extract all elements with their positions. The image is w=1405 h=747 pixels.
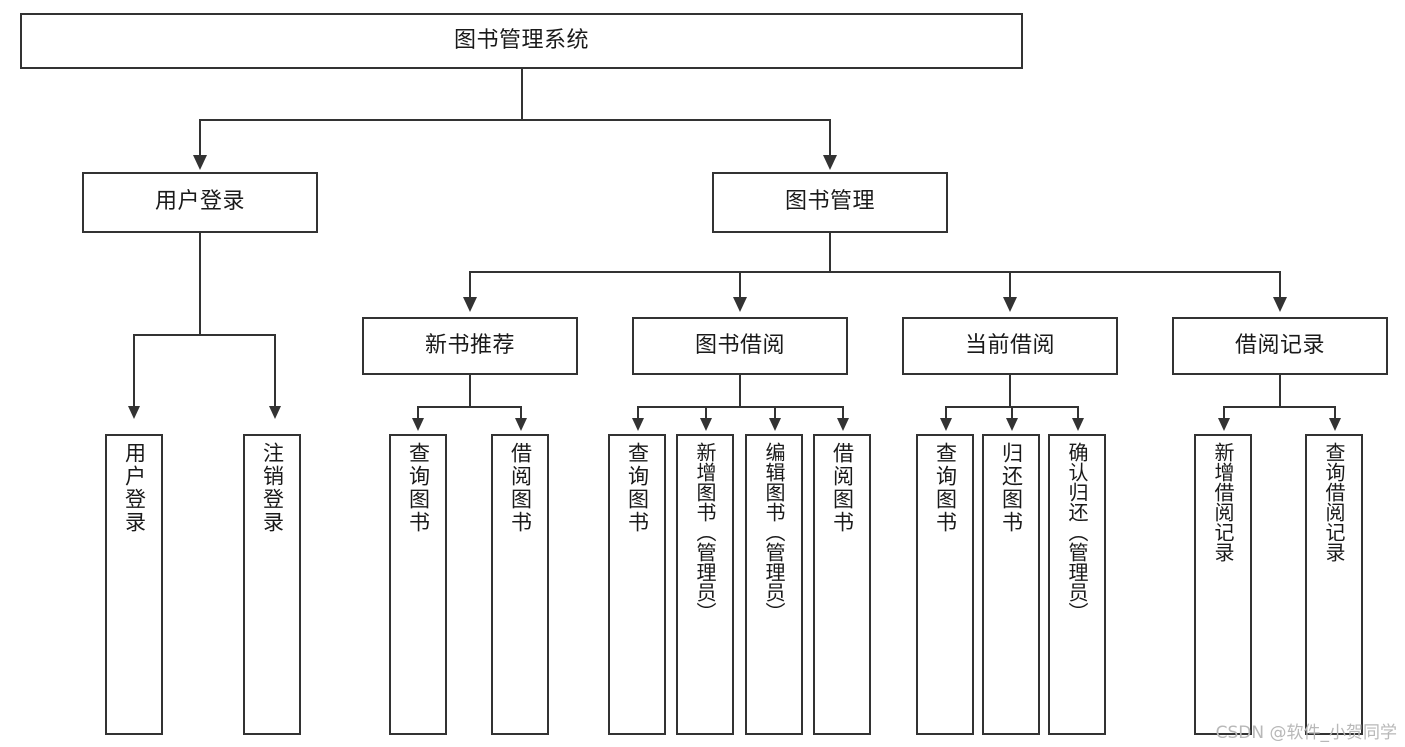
arrowhead-user-login-to-leaf2 xyxy=(269,406,281,419)
node-borrow-record[interactable]: 借阅记录 xyxy=(1172,317,1388,375)
node-label: 借阅图书 xyxy=(830,442,855,534)
node-leaf-query-borrow-record[interactable]: 查询借阅记录 xyxy=(1305,434,1363,735)
node-label: 新增借阅记录 xyxy=(1211,442,1235,562)
connector-user-login-to-leaf1 xyxy=(133,334,135,408)
connector-borrow-record-bus xyxy=(1223,406,1335,408)
node-label: 归还图书 xyxy=(999,442,1024,534)
connector-book-borrow-to-leaf7 xyxy=(774,406,776,420)
node-label: 借阅记录 xyxy=(1234,332,1325,358)
arrowhead-root-to-user-login xyxy=(193,155,207,170)
connector-book-manage-to-borrow-record xyxy=(1279,271,1281,299)
arrowhead-book-borrow-to-leaf5 xyxy=(632,418,644,431)
arrowhead-book-borrow-to-leaf6 xyxy=(700,418,712,431)
node-label: 编辑图书（管理员） xyxy=(762,442,786,622)
node-label: 确认归还（管理员） xyxy=(1065,442,1089,622)
node-label: 注销登录 xyxy=(260,442,285,534)
arrowhead-new-book-to-leaf3 xyxy=(412,418,424,431)
connector-book-borrow-to-leaf6 xyxy=(705,406,707,420)
node-label: 借阅图书 xyxy=(508,442,533,534)
node-leaf-confirm-return-admin[interactable]: 确认归还（管理员） xyxy=(1048,434,1106,735)
arrowhead-new-book-to-leaf4 xyxy=(515,418,527,431)
connector-book-borrow-to-leaf8 xyxy=(842,406,844,420)
node-leaf-return-book[interactable]: 归还图书 xyxy=(982,434,1040,735)
node-label: 当前借阅 xyxy=(964,332,1055,358)
arrowhead-current-borrow-to-leaf10 xyxy=(1006,418,1018,431)
node-label: 用户登录 xyxy=(154,189,245,215)
connector-current-borrow-to-leaf9 xyxy=(945,406,947,420)
connector-new-book-stem xyxy=(469,375,471,407)
arrowhead-book-manage-to-book-borrow xyxy=(733,297,747,312)
connector-user-login-stem xyxy=(199,233,201,335)
arrowhead-book-manage-to-borrow-record xyxy=(1273,297,1287,312)
arrowhead-borrow-record-to-leaf12 xyxy=(1218,418,1230,431)
connector-root-stem xyxy=(521,69,523,120)
connector-current-borrow-to-leaf10 xyxy=(1011,406,1013,420)
connector-new-book-bus xyxy=(417,406,521,408)
connector-root-bus xyxy=(199,119,831,121)
node-label: 查询借阅记录 xyxy=(1322,442,1346,562)
connector-book-manage-bus xyxy=(469,271,1280,273)
connector-user-login-to-leaf2 xyxy=(274,334,276,408)
node-label: 图书借阅 xyxy=(694,332,785,358)
node-label: 图书管理 xyxy=(784,189,875,215)
arrowhead-current-borrow-to-leaf11 xyxy=(1072,418,1084,431)
connector-borrow-record-to-leaf12 xyxy=(1223,406,1225,420)
node-new-book-recommend[interactable]: 新书推荐 xyxy=(362,317,578,375)
node-user-login[interactable]: 用户登录 xyxy=(82,172,318,233)
arrowhead-current-borrow-to-leaf9 xyxy=(940,418,952,431)
connector-book-manage-stem xyxy=(829,233,831,272)
connector-book-manage-to-book-borrow xyxy=(739,271,741,299)
node-book-management[interactable]: 图书管理 xyxy=(712,172,948,233)
arrowhead-book-manage-to-current-borrow xyxy=(1003,297,1017,312)
connector-root-to-book-manage xyxy=(829,119,831,157)
node-leaf-add-borrow-record[interactable]: 新增借阅记录 xyxy=(1194,434,1252,735)
connector-current-borrow-to-leaf11 xyxy=(1077,406,1079,420)
arrowhead-book-borrow-to-leaf7 xyxy=(769,418,781,431)
arrowhead-root-to-book-manage xyxy=(823,155,837,170)
node-leaf-query-book-3[interactable]: 查询图书 xyxy=(916,434,974,735)
node-book-borrow[interactable]: 图书借阅 xyxy=(632,317,848,375)
connector-root-to-user-login xyxy=(199,119,201,157)
connector-book-manage-to-current-borrow xyxy=(1009,271,1011,299)
node-label: 新增图书（管理员） xyxy=(693,442,717,622)
connector-book-manage-to-new-book xyxy=(469,271,471,299)
node-leaf-borrow-book-2[interactable]: 借阅图书 xyxy=(813,434,871,735)
node-label: 新书推荐 xyxy=(424,332,515,358)
connector-new-book-to-leaf3 xyxy=(417,406,419,420)
connector-book-borrow-bus xyxy=(637,406,843,408)
node-label: 查询图书 xyxy=(625,442,650,534)
node-leaf-query-book-2[interactable]: 查询图书 xyxy=(608,434,666,735)
node-leaf-query-book-1[interactable]: 查询图书 xyxy=(389,434,447,735)
connector-borrow-record-to-leaf13 xyxy=(1334,406,1336,420)
node-label: 图书管理系统 xyxy=(453,27,589,53)
node-label: 查询图书 xyxy=(406,442,431,534)
node-leaf-logout[interactable]: 注销登录 xyxy=(243,434,301,735)
arrowhead-book-manage-to-new-book xyxy=(463,297,477,312)
arrowhead-book-borrow-to-leaf8 xyxy=(837,418,849,431)
connector-user-login-bus xyxy=(133,334,275,336)
node-label: 用户登录 xyxy=(122,442,147,534)
connector-borrow-record-stem xyxy=(1279,375,1281,407)
node-leaf-user-login[interactable]: 用户登录 xyxy=(105,434,163,735)
connector-book-borrow-to-leaf5 xyxy=(637,406,639,420)
arrowhead-borrow-record-to-leaf13 xyxy=(1329,418,1341,431)
node-current-borrow[interactable]: 当前借阅 xyxy=(902,317,1118,375)
connector-current-borrow-stem xyxy=(1009,375,1011,407)
node-leaf-add-book-admin[interactable]: 新增图书（管理员） xyxy=(676,434,734,735)
node-leaf-edit-book-admin[interactable]: 编辑图书（管理员） xyxy=(745,434,803,735)
node-leaf-borrow-book-1[interactable]: 借阅图书 xyxy=(491,434,549,735)
node-label: 查询图书 xyxy=(933,442,958,534)
connector-new-book-to-leaf4 xyxy=(520,406,522,420)
arrowhead-user-login-to-leaf1 xyxy=(128,406,140,419)
node-root-system[interactable]: 图书管理系统 xyxy=(20,13,1023,69)
connector-book-borrow-stem xyxy=(739,375,741,407)
